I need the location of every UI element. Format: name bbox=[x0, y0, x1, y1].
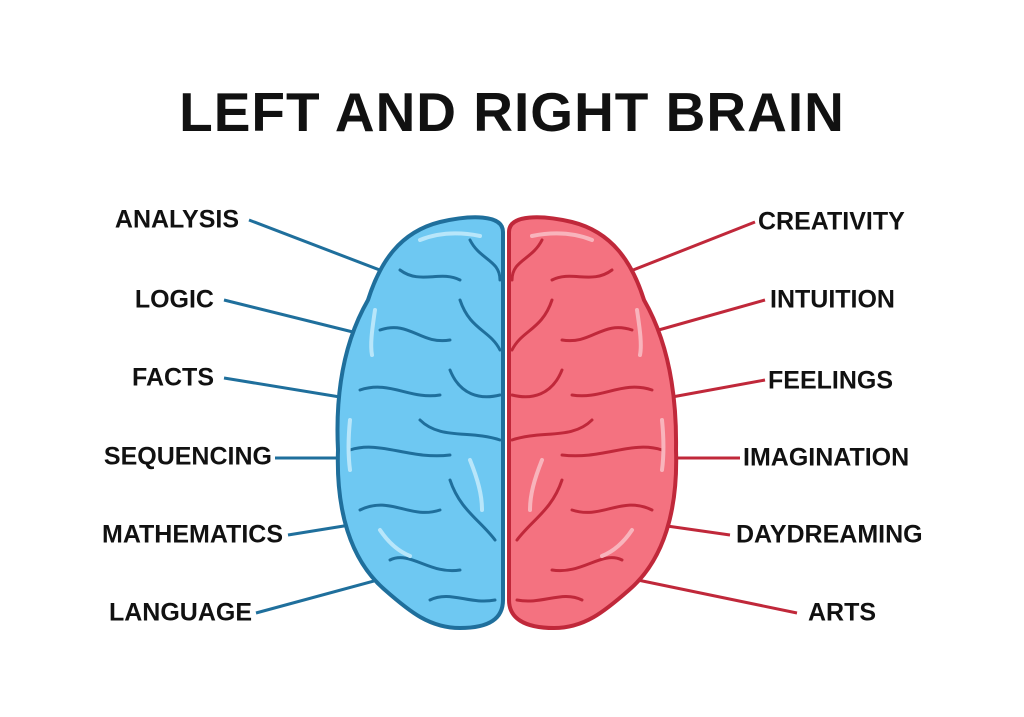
label-facts: FACTS bbox=[132, 363, 214, 392]
label-sequencing: SEQUENCING bbox=[103, 442, 272, 471]
diagram-title: LEFT AND RIGHT BRAIN bbox=[179, 81, 845, 143]
leader-line-creativity bbox=[627, 220, 756, 274]
left-leader-lines bbox=[223, 218, 386, 615]
leader-line-analysis bbox=[248, 218, 386, 274]
leader-line-arts bbox=[627, 576, 798, 615]
label-language: LANGUAGE bbox=[108, 598, 252, 627]
leader-line-daydreaming bbox=[659, 523, 731, 537]
label-analysis: ANALYSIS bbox=[114, 205, 239, 234]
label-feelings: FEELINGS bbox=[768, 366, 894, 395]
leader-line-logic bbox=[223, 298, 366, 337]
leader-line-language bbox=[255, 576, 386, 615]
label-logic: LOGIC bbox=[134, 285, 214, 314]
leader-line-intuition bbox=[647, 298, 766, 335]
label-mathematics: MATHEMATICS bbox=[102, 520, 283, 549]
leader-line-facts bbox=[223, 376, 341, 399]
label-intuition: INTUITION bbox=[770, 285, 895, 314]
label-arts: ARTS bbox=[808, 598, 877, 627]
leader-line-mathematics bbox=[287, 523, 351, 537]
label-creativity: CREATIVITY bbox=[758, 207, 905, 236]
right-leader-lines bbox=[627, 220, 798, 615]
leader-line-feelings bbox=[671, 378, 766, 399]
left-hemisphere bbox=[335, 215, 505, 631]
label-daydreaming: DAYDREAMING bbox=[736, 520, 923, 549]
right-hemisphere bbox=[507, 215, 679, 631]
label-imagination: IMAGINATION bbox=[743, 443, 910, 472]
